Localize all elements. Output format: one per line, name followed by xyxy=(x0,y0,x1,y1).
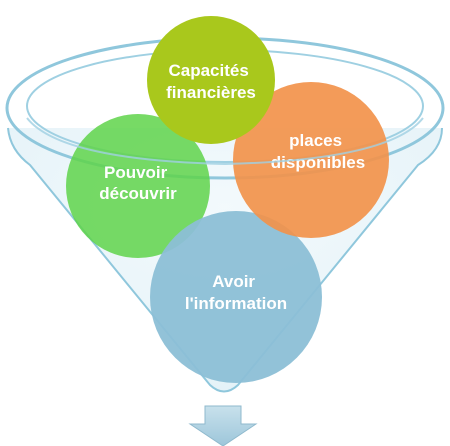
svg-text:Pouvoir découvrir: Pouvoir découvrir xyxy=(99,163,177,203)
circle-label-line1: Avoir xyxy=(212,272,255,291)
down-arrow-icon xyxy=(188,405,258,446)
circle-label-line1: Capacités xyxy=(168,61,248,80)
funnel-rim-front xyxy=(26,117,424,166)
circle-label-line2: disponibles xyxy=(271,153,365,172)
circle-label-line2: découvrir xyxy=(99,184,177,203)
svg-text:places disponibles: places disponibles xyxy=(271,131,365,172)
circle-label-line2: l'information xyxy=(185,294,287,313)
circle-pouvoir-decouvrir: Pouvoir découvrir xyxy=(66,114,210,258)
svg-text:Avoir l'information: Avoir l'information xyxy=(185,272,287,313)
circle-avoir-information: Avoir l'information xyxy=(150,211,322,383)
circle-places-disponibles: places disponibles xyxy=(233,82,389,238)
circle-label-line2: financières xyxy=(166,83,256,102)
circle-label-line1: Pouvoir xyxy=(104,163,168,182)
circle-capacites-financieres: Capacités financières xyxy=(147,16,275,144)
svg-text:Capacités financières: Capacités financières xyxy=(166,61,256,102)
circle-label-line1: places xyxy=(289,131,342,150)
